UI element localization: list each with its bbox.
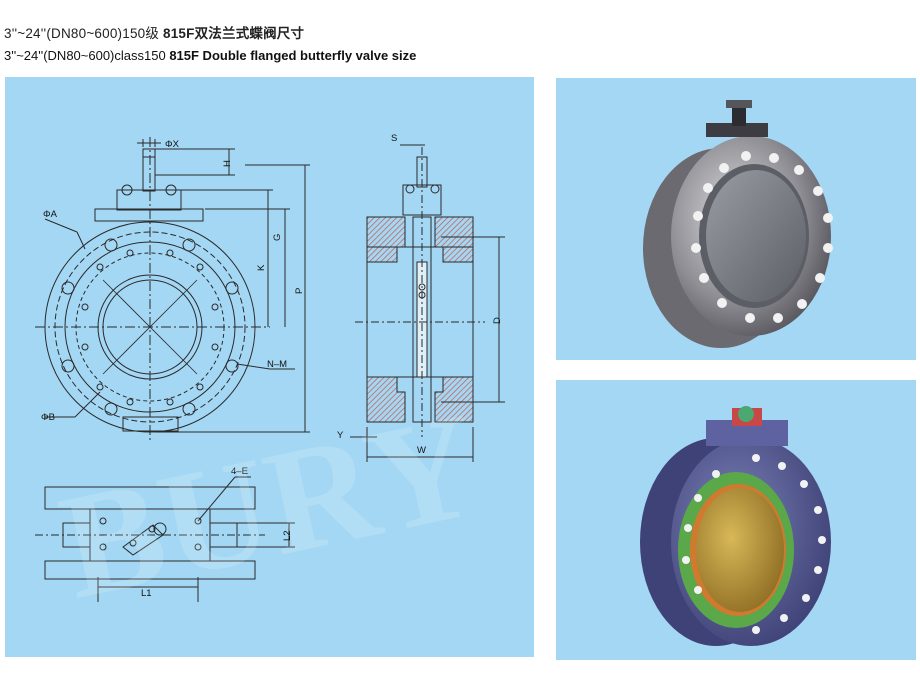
title-zh-model: 815F	[163, 26, 195, 41]
side-section-view	[350, 144, 505, 462]
label-w: W	[417, 445, 426, 456]
label-d: D	[492, 317, 503, 324]
label-phi-b: ΦB	[41, 412, 55, 423]
title-en-bold: 815F Double flanged butterfly valve size	[169, 48, 417, 63]
label-h: H	[222, 160, 233, 167]
label-4-e: 4–E	[231, 466, 248, 477]
title-zh-prefix: 3''~24''(DN80~600)150级	[4, 26, 164, 41]
title-chinese: 3''~24''(DN80~600)150级 815F双法兰式蝶阀尺寸	[4, 22, 304, 42]
label-l1: L1	[141, 588, 152, 599]
label-l2: L2	[282, 530, 293, 541]
technical-drawing-panel: ΦX H ΦA G K P N–M ΦB S D Y W	[5, 77, 534, 657]
top-view	[35, 476, 295, 602]
render-valve-illustration	[640, 406, 831, 646]
label-y: Y	[337, 430, 344, 441]
label-g: G	[272, 234, 283, 241]
title-en-prefix: 3''~24''(DN80~600)class150	[4, 48, 170, 63]
label-phi-x: ΦX	[165, 139, 180, 150]
front-view	[35, 137, 310, 442]
title-english: 3''~24''(DN80~600)class150 815F Double f…	[4, 48, 416, 63]
steel-valve-illustration	[643, 100, 833, 348]
valve-dimension-drawing: ΦX H ΦA G K P N–M ΦB S D Y W	[35, 133, 505, 602]
label-k: K	[256, 264, 267, 271]
label-phi-a: ΦA	[43, 209, 58, 220]
label-s: S	[391, 133, 397, 144]
valve-photo-steel	[556, 78, 916, 360]
label-n-m: N–M	[267, 359, 287, 370]
label-p: P	[294, 288, 305, 294]
title-zh-suffix: 双法兰式蝶阀尺寸	[194, 26, 305, 41]
valve-render-3d	[556, 380, 916, 660]
